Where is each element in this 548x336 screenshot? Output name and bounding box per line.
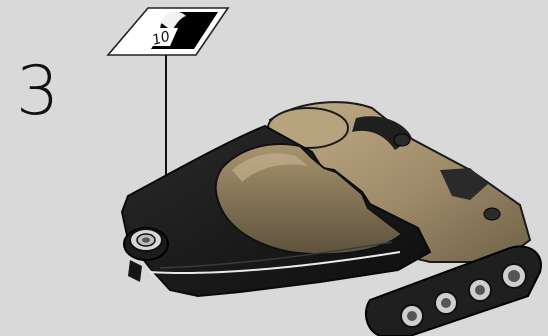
side-clip-pin: [484, 208, 500, 220]
top-pin: [394, 134, 410, 146]
step-number: 3: [16, 58, 59, 126]
lego-panel-part: [122, 102, 541, 336]
